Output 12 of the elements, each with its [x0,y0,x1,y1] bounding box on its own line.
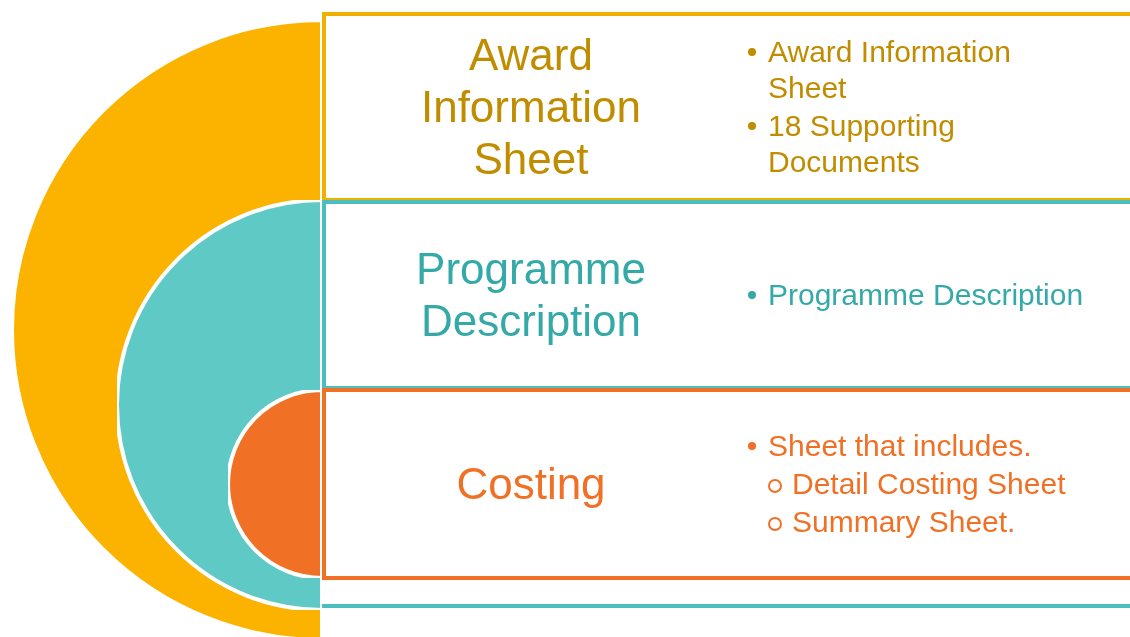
bullet-text: Sheet that includes. [768,429,1032,462]
band-heading: Award Information Sheet [419,29,643,185]
bullet-text: Award Information Sheet [768,35,1011,104]
bullet-text: 18 Supporting Documents [768,109,955,178]
bullet-text: Programme Description [768,278,1084,311]
band-heading: Programme Description [415,243,647,347]
bullet-text: Detail Costing Sheet [792,467,1066,500]
band-heading: Costing [455,458,607,510]
band-panel [322,200,1130,390]
band-panel [322,388,1130,580]
bullet-text: Summary Sheet. [792,505,1016,538]
band-panel [322,12,1130,202]
